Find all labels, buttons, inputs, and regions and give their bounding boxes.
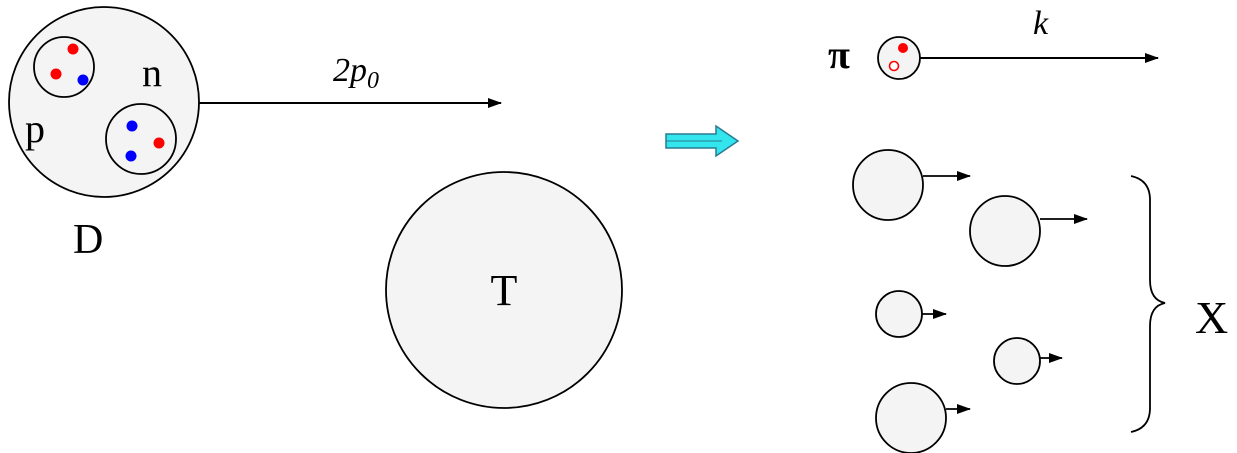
fragments: [852, 149, 1088, 453]
proton: [33, 36, 95, 98]
neutron: [105, 103, 177, 175]
target-label: T: [491, 266, 518, 315]
quark: [67, 43, 79, 55]
neutron-circle: [105, 103, 177, 175]
deuteron: p n: [8, 6, 200, 198]
fragment-circle: [875, 382, 947, 453]
fragment-circle: [852, 149, 924, 221]
target-circle: [385, 171, 623, 409]
curly-brace: [1130, 175, 1166, 433]
pion-circle: [877, 36, 921, 80]
pion-momentum-label: k: [1033, 5, 1049, 42]
incoming-momentum-label: 2p0: [333, 52, 379, 94]
proton-circle: [33, 36, 95, 98]
pion: π: [828, 32, 921, 80]
quark: [50, 68, 62, 80]
fragment-circle: [875, 290, 923, 338]
deuteron-circle: [8, 6, 200, 198]
proton-label: p: [25, 106, 45, 151]
quark: [126, 120, 138, 132]
quark: [898, 43, 908, 53]
quark: [125, 150, 137, 162]
neutron-label: n: [142, 50, 162, 95]
fragment-circle: [969, 195, 1041, 267]
fragments-label: X: [1195, 292, 1228, 343]
quark: [153, 137, 165, 149]
pion-label: π: [828, 32, 850, 77]
double-arrow-right-icon: [665, 124, 740, 158]
target: T: [385, 171, 623, 409]
antiquark: [888, 60, 900, 72]
quark: [77, 74, 89, 86]
deuteron-label: D: [73, 217, 103, 263]
fragment-circle: [993, 337, 1041, 385]
